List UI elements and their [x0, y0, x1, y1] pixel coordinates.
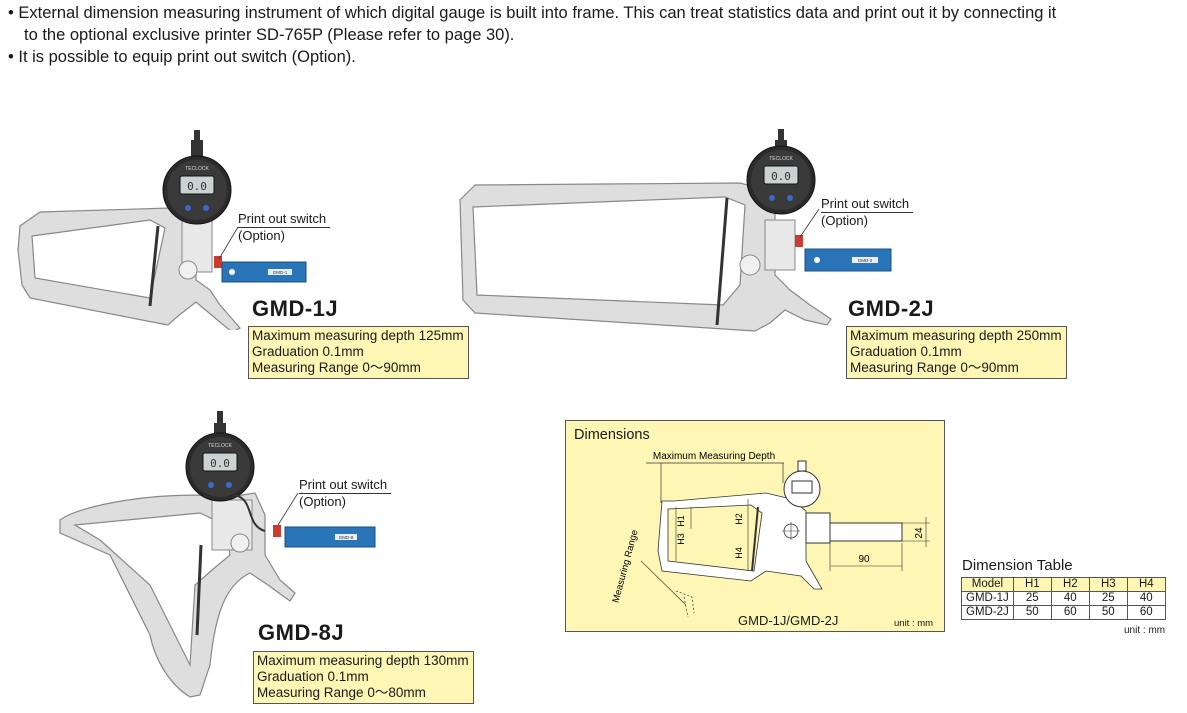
gmd-8j-print-switch-label: Print out switch (Option) — [299, 477, 392, 510]
cell-h1: 25 — [1012, 591, 1052, 606]
dimensions-title: Dimensions — [574, 427, 650, 443]
intro-text: • External dimension measuring instrumen… — [8, 2, 1183, 68]
gmd-2j-brand: TECLOCK — [769, 156, 793, 162]
cell-h2: 60 — [1050, 605, 1090, 620]
h2-label: H2 — [734, 513, 744, 525]
gmd-8j-model-title: GMD-8J — [258, 620, 345, 645]
gmd-1j-spec-box: Maximum measuring depth 125mm Graduation… — [248, 326, 469, 379]
header-h4: H4 — [1126, 577, 1166, 592]
gmd-2j-spec-box: Maximum measuring depth 250mm Graduation… — [846, 326, 1067, 379]
header-h3: H3 — [1088, 577, 1128, 592]
print-switch-option: (Option) — [821, 213, 868, 228]
spec-range: Measuring Range 0～80mm — [257, 685, 426, 700]
width-90-label: 90 — [858, 554, 870, 565]
gmd-2j-display-readout: 0.0 — [771, 170, 791, 183]
intro-line-1: • External dimension measuring instrumen… — [8, 4, 1057, 22]
dimensions-panel: Dimensions Maximum Measuring Depth H1 H3… — [565, 420, 945, 632]
gmd-8j-spec-box: Maximum measuring depth 130mm Graduation… — [253, 651, 474, 704]
measuring-range-label: Measuring Range — [611, 529, 641, 604]
gmd-2j-illustration: 0.0 TECLOCK GMD-2 — [459, 129, 892, 332]
dimension-table: Model H1 H2 H3 H4 GMD-1J 25 40 25 40 GMD… — [961, 577, 1166, 620]
dimensions-caption: GMD-1J/GMD-2J — [738, 613, 839, 628]
gmd-1j-plate-label: GMD-1 — [273, 270, 288, 275]
h3-label: H3 — [676, 533, 686, 545]
spec-range: Measuring Range 0～90mm — [252, 360, 421, 375]
gmd-1j-model-title: GMD-1J — [252, 296, 339, 321]
dimensions-unit: unit : mm — [894, 618, 934, 629]
cell-h2: 40 — [1050, 591, 1090, 606]
cell-model: GMD-1J — [961, 591, 1014, 606]
spec-range: Measuring Range 0～90mm — [850, 360, 1019, 375]
dimensions-drawing: Maximum Measuring Depth H1 H3 H2 H4 90 2… — [611, 451, 930, 618]
intro-line-2: to the optional exclusive printer SD-765… — [24, 26, 515, 44]
intro-line-3: • It is possible to equip print out swit… — [8, 48, 356, 66]
gmd-2j-plate-label: GMD-2 — [858, 258, 873, 263]
h1-label: H1 — [676, 515, 686, 527]
spec-max-depth: Maximum measuring depth 250mm — [850, 328, 1062, 343]
spec-max-depth: Maximum measuring depth 125mm — [252, 328, 464, 343]
gmd-2j-model-title: GMD-2J — [848, 296, 935, 321]
gmd-1j-brand: TECLOCK — [185, 166, 209, 172]
gmd-2j-print-switch-label: Print out switch (Option) — [821, 196, 914, 229]
print-switch-text: Print out switch — [299, 477, 392, 494]
spec-max-depth: Maximum measuring depth 130mm — [257, 653, 469, 668]
gmd-8j-illustration: 0.0 TECLOCK GMD-8 — [59, 411, 376, 698]
print-switch-text: Print out switch — [821, 196, 914, 213]
gmd-1j-display-readout: 0.0 — [187, 180, 207, 193]
cell-h3: 50 — [1088, 605, 1128, 620]
gmd-8j-brand: TECLOCK — [208, 443, 232, 449]
print-switch-text: Print out switch — [238, 211, 331, 228]
print-switch-option: (Option) — [299, 494, 346, 509]
gmd-1j-print-switch-label: Print out switch (Option) — [238, 211, 331, 244]
cell-model: GMD-2J — [961, 605, 1014, 620]
cell-h4: 40 — [1126, 591, 1166, 606]
gmd-8j-plate-label: GMD-8 — [339, 535, 354, 540]
header-h1: H1 — [1012, 577, 1052, 592]
cell-h3: 25 — [1088, 591, 1128, 606]
header-model: Model — [961, 577, 1014, 592]
gmd-1j-illustration: 0.0 TECLOCK GMD-1 — [17, 130, 307, 330]
max-depth-label: Maximum Measuring Depth — [653, 451, 775, 462]
spec-graduation: Graduation 0.1mm — [850, 344, 962, 359]
dimension-table-title: Dimension Table — [962, 557, 1073, 574]
table-row: GMD-2J 50 60 50 60 — [961, 605, 1166, 620]
header-h2: H2 — [1050, 577, 1090, 592]
cell-h1: 50 — [1012, 605, 1052, 620]
gmd-8j-display-readout: 0.0 — [210, 457, 230, 470]
width-24-label: 24 — [914, 527, 925, 539]
cell-h4: 60 — [1126, 605, 1166, 620]
table-header-row: Model H1 H2 H3 H4 — [961, 577, 1166, 592]
spec-graduation: Graduation 0.1mm — [257, 669, 369, 684]
table-row: GMD-1J 25 40 25 40 — [961, 591, 1166, 606]
h4-label: H4 — [734, 547, 744, 559]
print-switch-option: (Option) — [238, 228, 285, 243]
dimension-table-unit: unit : mm — [1124, 625, 1166, 636]
spec-graduation: Graduation 0.1mm — [252, 344, 364, 359]
